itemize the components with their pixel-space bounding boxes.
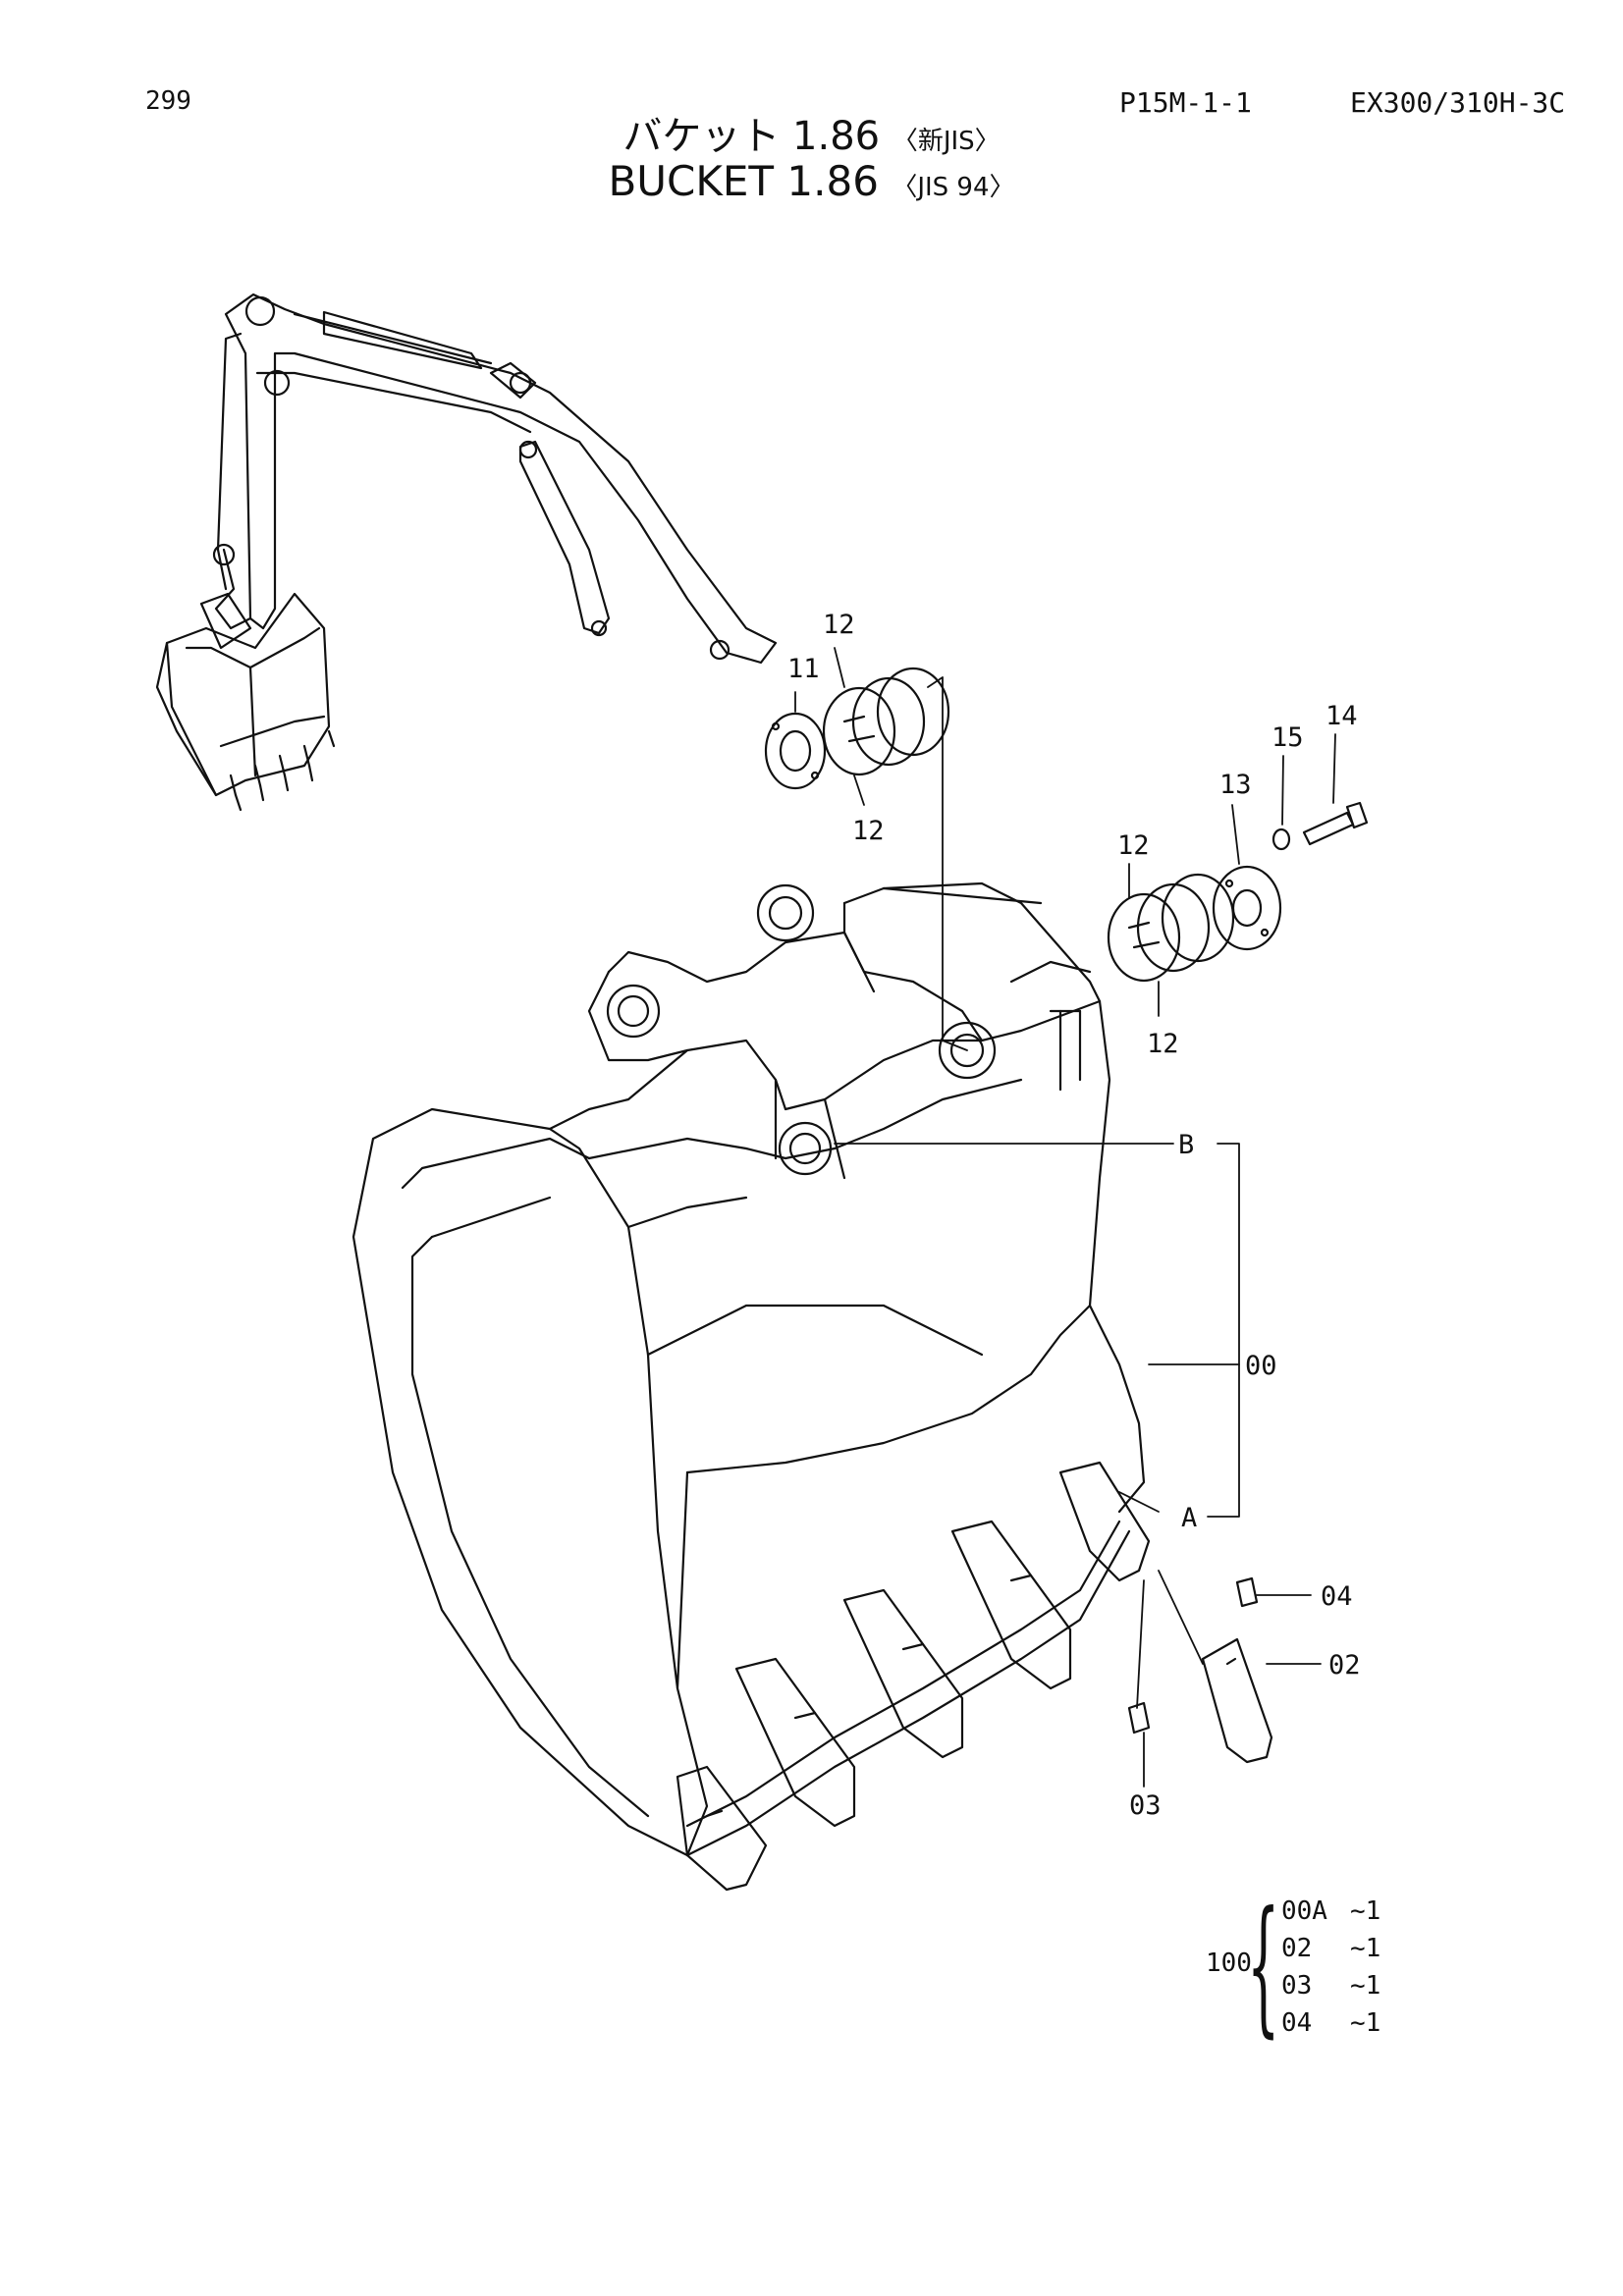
callout-12-lower-bottom: 12	[1147, 1029, 1179, 1059]
machine-model: EX300/310H-3C	[1350, 86, 1566, 119]
kit-number: 100	[1206, 1949, 1252, 1978]
boom-arm-overview	[199, 293, 778, 665]
callout-04: 04	[1321, 1581, 1353, 1612]
kit-part-number: 00A	[1281, 1896, 1327, 1926]
leader-lines	[794, 647, 1336, 1788]
callout-00: 00	[1245, 1351, 1277, 1381]
kit-part-number: 03	[1281, 1971, 1313, 2001]
title-japanese-standard: 〈新JIS〉	[892, 127, 1001, 156]
bolt-14	[1302, 801, 1369, 846]
shim-11	[764, 712, 827, 790]
kit-part-number: 04	[1281, 2008, 1313, 2038]
callout-13: 13	[1219, 770, 1252, 800]
document-code: P15M-1-1	[1119, 86, 1252, 119]
kit-brace: {	[1247, 1881, 1280, 2052]
kit-row: 03 ~1	[1281, 1967, 1380, 2004]
title-english: BUCKET 1.86 〈JIS 94〉	[0, 157, 1623, 205]
callout-02: 02	[1328, 1650, 1361, 1681]
shims-12-lower	[1107, 873, 1235, 983]
kit-row: 02 ~1	[1281, 1930, 1380, 1967]
shims-12-upper	[822, 667, 950, 776]
callout-12-top: 12	[823, 610, 855, 640]
title-japanese: バケット 1.86 〈新JIS〉	[0, 104, 1623, 161]
kit-row: 04 ~1	[1281, 2004, 1380, 2042]
callout-15: 15	[1271, 722, 1304, 753]
tooth-02	[1201, 1637, 1273, 1764]
callout-11: 11	[787, 654, 820, 684]
callout-B: B	[1178, 1130, 1194, 1160]
kit-part-qty: ~1	[1350, 2008, 1381, 2038]
kit-row: 00A ~1	[1281, 1893, 1380, 1930]
page-number: 299	[145, 86, 191, 116]
kit-part-qty: ~1	[1350, 1934, 1381, 1963]
title-english-main: BUCKET 1.86	[608, 157, 879, 205]
callout-03: 03	[1129, 1790, 1162, 1821]
callout-12-lower-top: 12	[1117, 830, 1150, 861]
callout-12-upper-bottom: 12	[852, 816, 885, 846]
lock-04	[1235, 1576, 1259, 1608]
washer-15	[1271, 828, 1291, 851]
kit-parts-list: 00A ~1 02 ~1 03 ~1 04 ~1	[1281, 1893, 1380, 2042]
callout-14: 14	[1325, 701, 1358, 731]
pin-03	[1127, 1701, 1151, 1735]
title-japanese-main: バケット 1.86	[622, 114, 881, 159]
title-english-standard: 〈JIS 94〉	[892, 173, 1015, 202]
small-bucket-overview	[155, 592, 336, 812]
bucket-assembly	[352, 881, 1151, 1892]
kit-part-qty: ~1	[1350, 1971, 1381, 2001]
kit-part-qty: ~1	[1350, 1896, 1381, 1926]
callout-A: A	[1181, 1503, 1197, 1533]
kit-part-number: 02	[1281, 1934, 1313, 1963]
plate-13	[1212, 865, 1282, 951]
